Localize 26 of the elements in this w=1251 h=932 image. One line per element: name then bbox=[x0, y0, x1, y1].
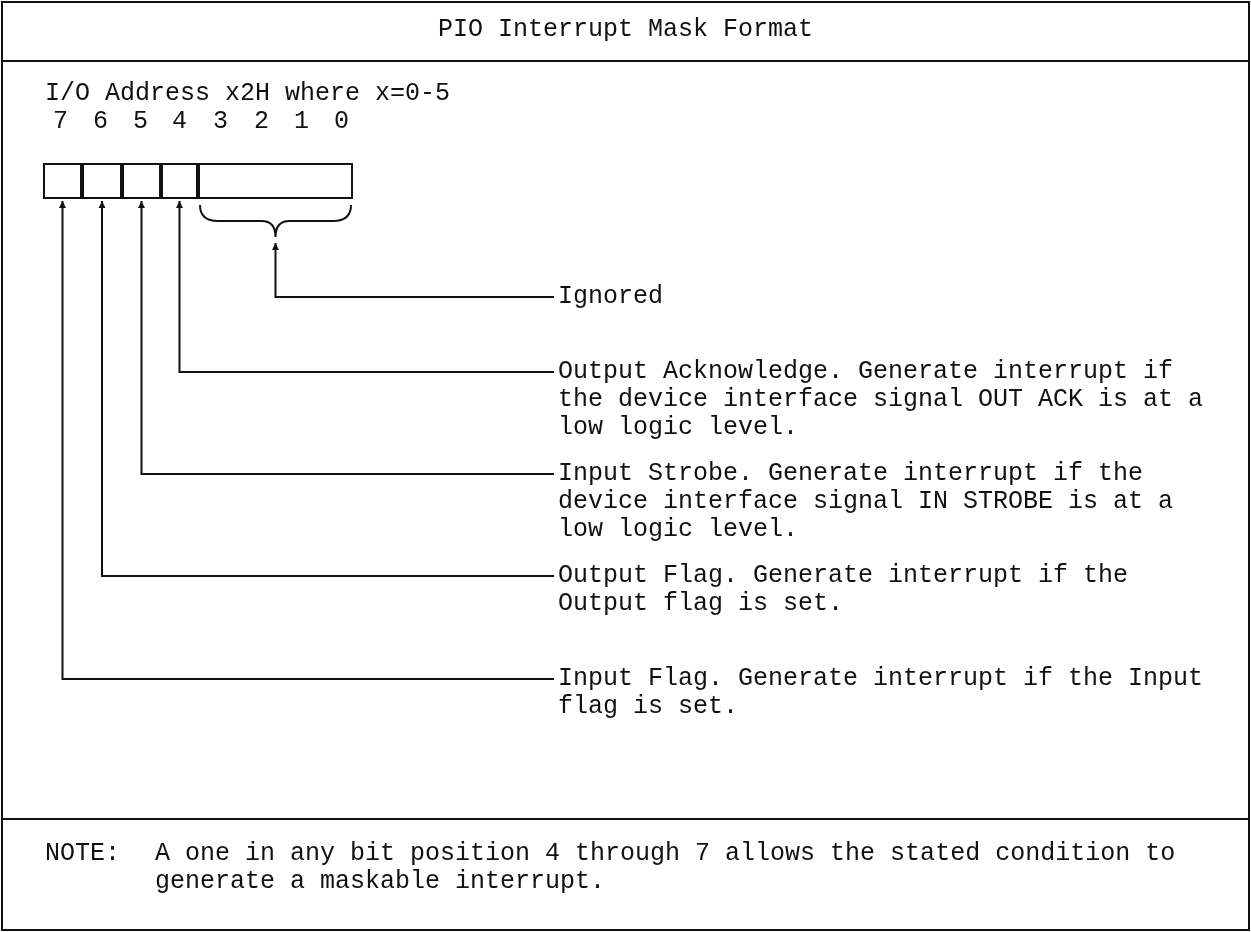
bit-number: 7 bbox=[53, 108, 68, 136]
bit-cell bbox=[122, 163, 161, 199]
leader-arrow bbox=[272, 242, 555, 298]
field-description: Ignored bbox=[558, 283, 665, 311]
diagram-title: PIO Interrupt Mask Format bbox=[436, 16, 815, 44]
bit-number: 5 bbox=[133, 108, 148, 136]
note-label: NOTE: bbox=[45, 840, 120, 868]
bit-number: 6 bbox=[93, 108, 108, 136]
bit-cell bbox=[161, 163, 198, 199]
field-description: Input Strobe. Generate interrupt if the device interface signal IN STROBE is at a low logic level. bbox=[558, 460, 1175, 544]
bit-number: 3 bbox=[213, 108, 228, 136]
field-description: Input Flag. Generate interrupt if the Input flag is set. bbox=[558, 665, 1205, 721]
leader-arrow bbox=[138, 200, 555, 475]
bit-number: 4 bbox=[172, 108, 187, 136]
field-description: Output Acknowledge. Generate interrupt if the device interface signal OUT ACK is at a low logic level. bbox=[558, 358, 1205, 442]
note-text: A one in any bit position 4 through 7 allows the stated condition to generate a maskable interrupt. bbox=[155, 840, 1177, 896]
leader-arrow bbox=[59, 200, 555, 680]
bit-cell bbox=[82, 163, 122, 199]
leader-arrow bbox=[176, 200, 555, 373]
address-label: I/O Address x2H where x=0-5 bbox=[45, 80, 452, 108]
field-description: Output Flag. Generate interrupt if the Output flag is set. bbox=[558, 562, 1130, 618]
bit-number: 2 bbox=[254, 108, 269, 136]
bit-cell bbox=[43, 163, 82, 199]
bit-number: 1 bbox=[294, 108, 309, 136]
leader-arrow bbox=[98, 200, 555, 577]
bit-number: 0 bbox=[334, 108, 349, 136]
